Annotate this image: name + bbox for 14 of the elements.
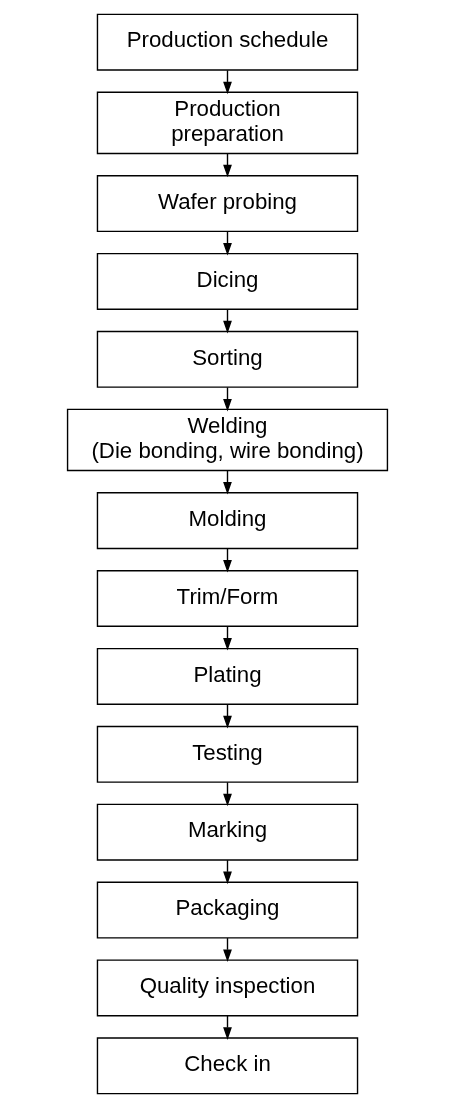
node-box: Check in [96, 1037, 359, 1095]
node-box: Wafer probing [96, 175, 359, 233]
node-box: Marking [96, 803, 359, 861]
node-box: Sorting [96, 330, 359, 388]
node-box: Plating [96, 647, 359, 705]
node-box: Quality inspection [96, 959, 359, 1017]
node-box: Production preparation [96, 91, 359, 155]
node-box: Molding [96, 492, 359, 550]
node-box: Testing [96, 725, 359, 783]
node-box: Trim/Form [96, 570, 359, 627]
node-box: Dicing [96, 252, 359, 310]
node-box: Welding (Die bonding, wire bonding) [66, 408, 389, 472]
node-box: Production schedule [96, 13, 359, 71]
node-box: Packaging [96, 881, 359, 939]
